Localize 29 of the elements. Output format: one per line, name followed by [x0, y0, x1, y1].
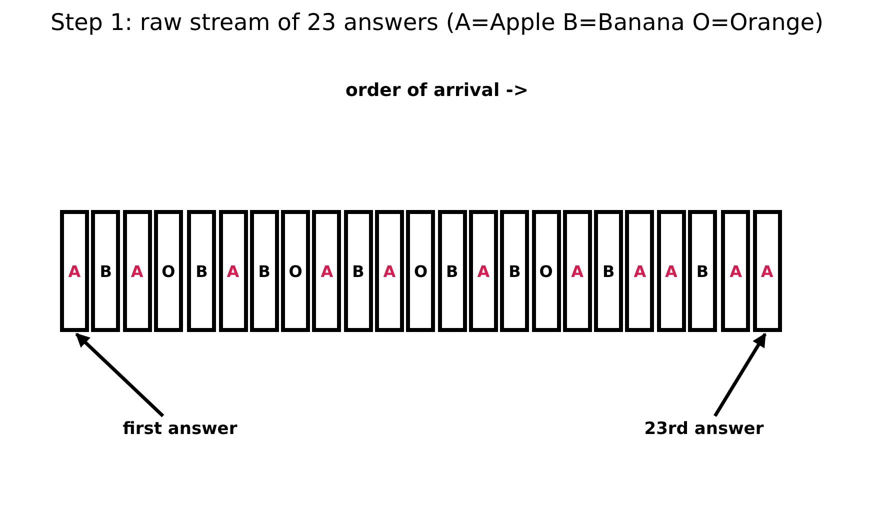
answer-cell: B	[250, 210, 279, 332]
answer-cell: A	[375, 210, 404, 332]
answer-cell: A	[218, 210, 248, 332]
answer-cell: B	[344, 210, 373, 332]
answer-cell: A	[625, 210, 654, 332]
answer-cell: O	[406, 210, 436, 332]
callout-text: first answer	[110, 419, 250, 443]
callout-text: 23rd answer	[634, 419, 774, 443]
answer-cell: A	[656, 210, 686, 332]
title: Step 1: raw stream of 23 answers (A=Apple B=Banana O=Orange)	[49, 10, 825, 36]
answer-cell: A	[312, 210, 342, 332]
answer-cell: O	[154, 210, 183, 332]
axis-label: order of arrival ->	[344, 80, 530, 101]
answer-cell: B	[438, 210, 467, 332]
answer-cell: A	[721, 210, 750, 332]
answer-cell: B	[594, 210, 624, 332]
arrow	[75, 332, 164, 418]
answer-cell: A	[752, 210, 782, 332]
answer-cell: B	[187, 210, 216, 332]
answer-cell: O	[532, 210, 560, 332]
answer-cell: A	[468, 210, 498, 332]
answer-cell: B	[500, 210, 530, 332]
answer-cell: A	[60, 210, 89, 332]
answer-cell: O	[281, 210, 310, 332]
answer-cell: A	[122, 210, 152, 332]
answer-cell: A	[562, 210, 592, 332]
answer-cell: B	[688, 210, 717, 332]
arrow	[714, 332, 767, 417]
answer-cell: B	[91, 210, 120, 332]
